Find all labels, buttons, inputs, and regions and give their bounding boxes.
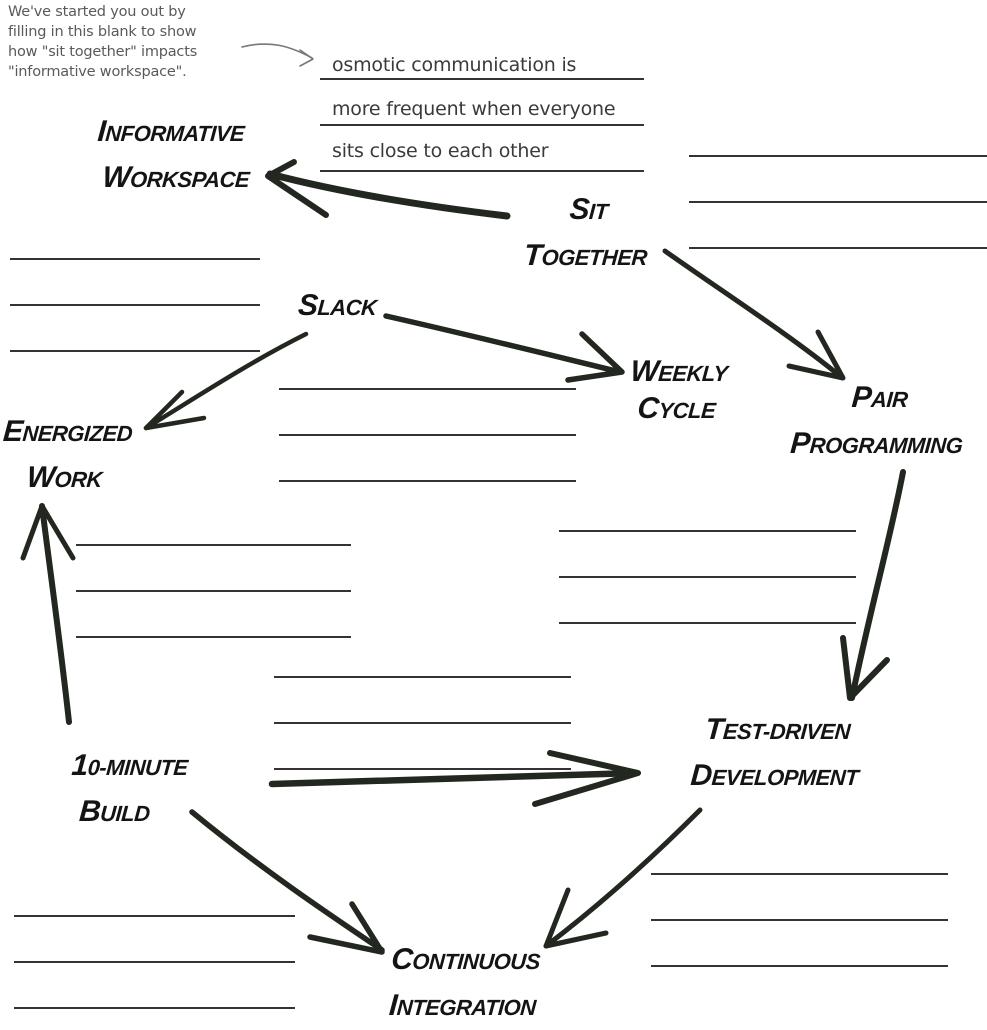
arrow-slack-to-weekly-cycle xyxy=(383,313,623,375)
answer-line[interactable] xyxy=(274,768,571,770)
answer-line[interactable] xyxy=(651,873,948,875)
node-label-line: Informative xyxy=(96,115,246,148)
arrowhead-tdd-left xyxy=(532,750,641,807)
arrow-sit-together-to-informative-workspace xyxy=(266,170,511,220)
note-pointer-arrowhead xyxy=(299,49,314,67)
node-label-line: Continuous xyxy=(390,943,541,976)
node-label-line: Build xyxy=(78,795,151,828)
node-label-line: Test-Driven xyxy=(704,713,851,746)
node-pair-programming: Pair Programming xyxy=(777,376,979,468)
intro-note: We've started you out by filling in this… xyxy=(8,2,197,82)
node-label-line: Together xyxy=(522,239,648,272)
answer-line[interactable] xyxy=(274,722,571,724)
answer-line[interactable] xyxy=(651,965,948,967)
node-label-line: Workspace xyxy=(101,161,251,194)
arrowhead-informative-workspace xyxy=(265,159,329,218)
node-label-line: Integration xyxy=(388,989,537,1022)
answer-line[interactable] xyxy=(559,576,856,578)
node-10-minute-build: 10-minute Build xyxy=(41,744,215,836)
intro-note-line: how "sit together" impacts xyxy=(8,44,198,60)
answer-line[interactable] xyxy=(651,919,948,921)
answer-line[interactable] xyxy=(689,201,987,203)
arrow-pair-programming-to-tdd xyxy=(849,469,906,701)
answer-text: osmotic communication is xyxy=(332,54,577,76)
answer-line[interactable] xyxy=(10,304,260,306)
answer-line[interactable] xyxy=(274,676,571,678)
node-energized-work: Energized Work xyxy=(0,410,135,502)
answer-line[interactable] xyxy=(14,1007,295,1009)
node-label-line: Energized xyxy=(1,415,134,448)
arrowhead-energized-work-bottom xyxy=(20,503,76,561)
node-weekly-cycle: Weekly Cycle xyxy=(621,350,734,425)
node-label-line: Development xyxy=(689,759,860,792)
arrow-sit-together-to-pair-programming xyxy=(662,248,843,379)
node-label-line: Work xyxy=(25,461,103,494)
answer-line[interactable] xyxy=(14,915,295,917)
intro-note-line: We've started you out by xyxy=(8,4,186,20)
answer-line[interactable] xyxy=(76,590,351,592)
answer-line[interactable] xyxy=(10,258,260,260)
answer-line[interactable] xyxy=(320,124,644,126)
answer-line[interactable] xyxy=(320,78,644,80)
answer-line[interactable] xyxy=(559,622,856,624)
answer-text: sits close to each other xyxy=(332,140,549,162)
node-label-line: Weekly xyxy=(629,355,729,388)
answer-line[interactable] xyxy=(279,480,576,482)
arrowhead-pair-programming xyxy=(786,329,846,381)
answer-line[interactable] xyxy=(279,434,576,436)
arrow-10-minute-build-to-ci xyxy=(189,809,385,953)
arrow-tdd-to-ci xyxy=(543,807,703,949)
node-label-line: Sit xyxy=(568,193,609,226)
arrowhead-tdd-top xyxy=(840,635,890,701)
arrowhead-energized-work xyxy=(143,389,207,431)
arrow-10-minute-build-to-energized-work xyxy=(39,503,72,725)
answer-line[interactable] xyxy=(14,961,295,963)
node-label-line: Pair xyxy=(850,381,909,414)
answer-line[interactable] xyxy=(279,388,576,390)
intro-note-line: "informative workspace". xyxy=(8,64,187,80)
answer-line[interactable] xyxy=(689,247,987,249)
node-informative-workspace: Informative Workspace xyxy=(93,110,254,202)
answer-line[interactable] xyxy=(10,350,260,352)
arrow-10-minute-build-to-tdd xyxy=(268,769,640,788)
node-label-line: Slack xyxy=(296,289,378,322)
answer-line[interactable] xyxy=(689,155,987,157)
intro-note-line: filling in this blank to show xyxy=(8,24,197,40)
arrowhead-ci-left xyxy=(307,901,385,955)
node-continuous-integration: Continuous Integration xyxy=(381,938,547,1030)
answer-line[interactable] xyxy=(76,636,351,638)
answer-line[interactable] xyxy=(559,530,856,532)
node-test-driven-development: Test-Driven Development xyxy=(683,708,869,800)
node-label-line: Programming xyxy=(789,427,964,460)
node-label-line: 10-minute xyxy=(70,749,189,782)
node-sit-together: Sit Together xyxy=(519,188,655,280)
arrowhead-weekly-cycle xyxy=(565,331,625,383)
arrowhead-ci-right xyxy=(543,887,609,949)
arrow-slack-to-energized-work xyxy=(143,331,309,431)
answer-text: more frequent when everyone xyxy=(332,98,616,120)
answer-line[interactable] xyxy=(76,544,351,546)
node-slack: Slack xyxy=(296,284,378,330)
node-label-line: Cycle xyxy=(636,392,717,425)
answer-line[interactable] xyxy=(320,170,644,172)
